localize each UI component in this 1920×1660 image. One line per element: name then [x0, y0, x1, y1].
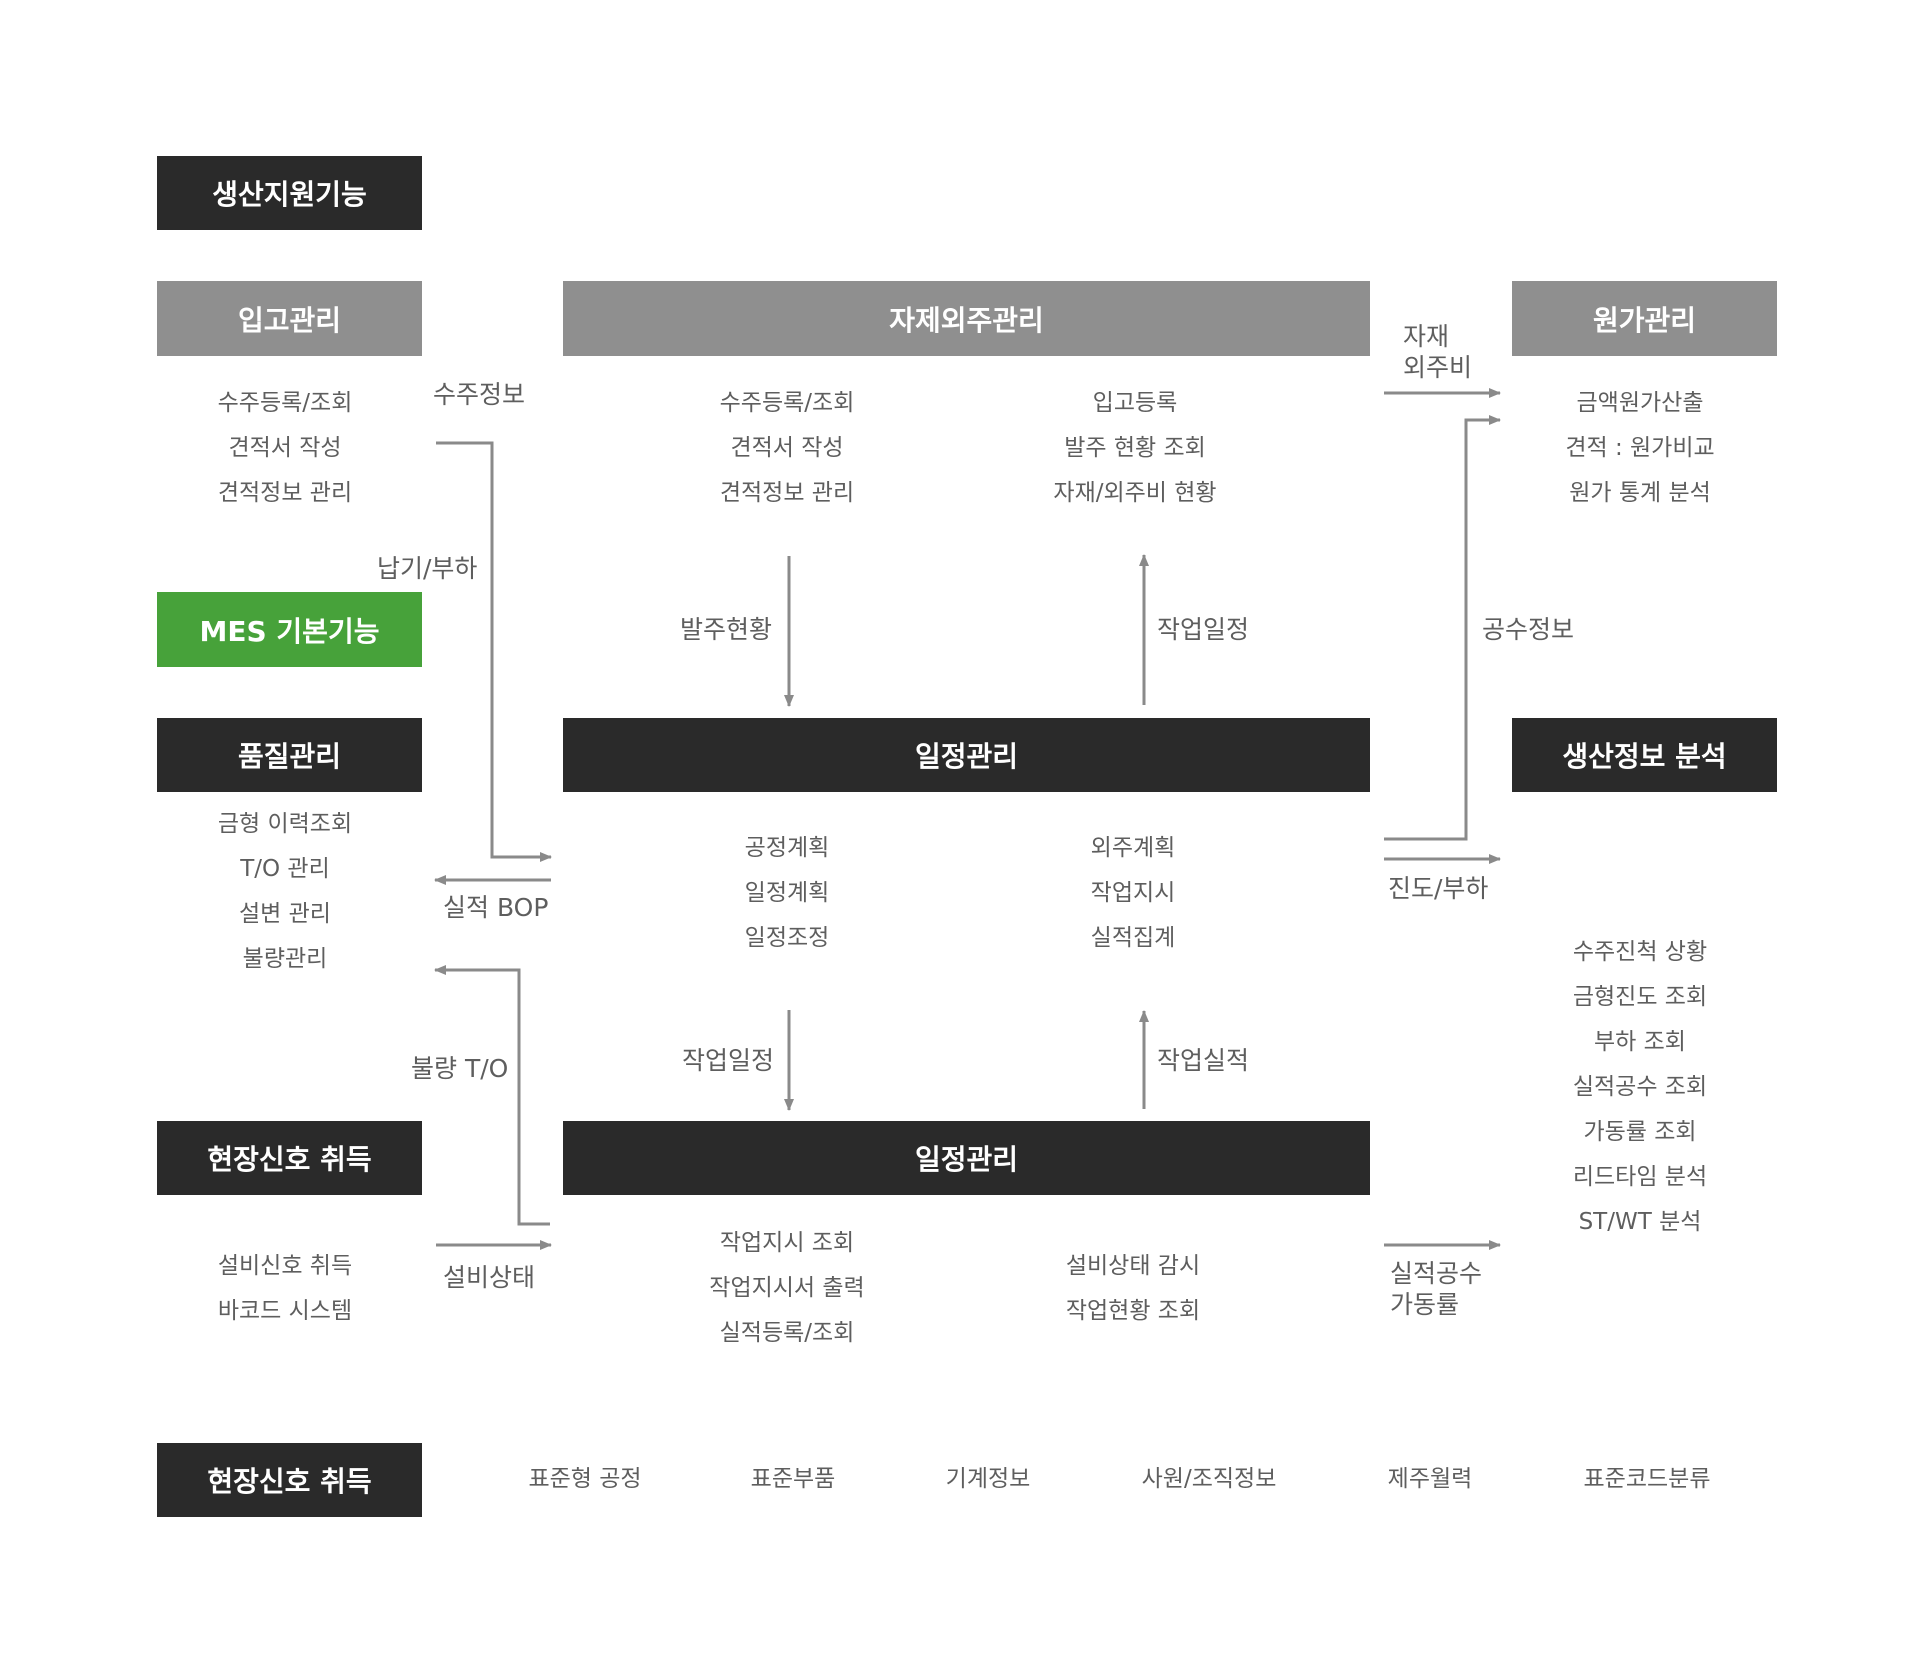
result-operation-label: 실적공수 가동률: [1390, 1258, 1482, 1320]
man-hour-info-label: 공수정보: [1482, 615, 1575, 644]
cost-list: 금액원가산출 견적 : 원가비교 원가 통계 분석: [1540, 381, 1740, 516]
schedule-bottom-right-list: 설비상태 감시 작업현황 조회: [1033, 1244, 1233, 1334]
cost-management-box: 원가관리: [1512, 281, 1777, 356]
work-schedule-down-label: 작업일정: [682, 1046, 775, 1075]
work-result-label: 작업실적: [1157, 1046, 1250, 1075]
list-item: 발주 현황 조회: [1064, 435, 1206, 461]
list-item: 견적정보 관리: [719, 480, 855, 506]
list-item: 수주등록/조회: [719, 390, 855, 416]
list-item: 설비상태 감시: [1065, 1253, 1201, 1279]
incoming-list: 수주등록/조회 견적서 작성 견적정보 관리: [185, 381, 385, 516]
list-item: ST/WT 분석: [1578, 1209, 1702, 1235]
field-signal-box: 현장신호 취득: [157, 1121, 422, 1195]
list-item: 금형 이력조회: [217, 811, 353, 837]
list-item: 실적공수 조회: [1572, 1074, 1708, 1100]
defect-to-label: 불량 T/O: [411, 1054, 509, 1083]
list-item: 작업현황 조회: [1065, 1298, 1201, 1324]
actual-bop-label: 실적 BOP: [443, 893, 549, 922]
progress-load-label: 진도/부하: [1388, 874, 1489, 903]
mes-basic-box: MES 기본기능: [157, 592, 422, 667]
list-item: 가동률 조회: [1583, 1119, 1697, 1145]
list-item: 원가 통계 분석: [1569, 480, 1711, 506]
footer-item: 기계정보: [945, 1466, 1031, 1492]
footer-item: 제주월력: [1387, 1466, 1473, 1492]
list-item: T/O 관리: [240, 856, 330, 882]
label-line: 외주비: [1403, 353, 1473, 382]
equipment-status-label: 설비상태: [443, 1263, 536, 1292]
schedule-bottom-left-list: 작업지시 조회 작업지시서 출력 실적등록/조회: [687, 1221, 887, 1356]
list-item: 수주등록/조회: [217, 390, 353, 416]
schedule-management-box: 일정관리: [563, 718, 1370, 792]
incoming-management-box: 입고관리: [157, 281, 422, 356]
label-line: 실적공수: [1390, 1259, 1483, 1288]
list-item: 공정계획: [744, 835, 830, 861]
quality-list: 금형 이력조회 T/O 관리 설변 관리 불량관리: [185, 802, 385, 982]
order-info-arrow: [436, 441, 552, 862]
list-item: 일정계획: [744, 880, 830, 906]
material-outsource-label: 자재 외주비: [1403, 321, 1472, 383]
order-info-label: 수주정보: [433, 380, 526, 409]
schedule-management-bottom-box: 일정관리: [563, 1121, 1370, 1195]
label-line: 자재: [1403, 322, 1450, 351]
list-item: 실적등록/조회: [719, 1320, 855, 1346]
list-item: 금액원가산출: [1576, 390, 1704, 416]
list-item: 수주진척 상황: [1572, 939, 1708, 965]
label-line: 가동률: [1390, 1290, 1460, 1319]
outsourcing-right-list: 입고등록 발주 현황 조회 자재/외주비 현황: [1025, 381, 1245, 516]
quality-management-box: 품질관리: [157, 718, 422, 792]
schedule-mid-left-list: 공정계획 일정계획 일정조정: [687, 826, 887, 961]
outsourcing-management-box: 자제외주관리: [563, 281, 1370, 356]
list-item: 금형진도 조회: [1572, 984, 1708, 1010]
list-item: 불량관리: [242, 946, 328, 972]
footer-title-box: 현장신호 취득: [157, 1443, 422, 1517]
production-analysis-box: 생산정보 분석: [1512, 718, 1777, 792]
outsourcing-left-list: 수주등록/조회 견적서 작성 견적정보 관리: [687, 381, 887, 516]
man-hour-info-arrow: [1384, 415, 1501, 841]
footer-item: 표준형 공정: [528, 1466, 642, 1492]
footer-item: 표준코드분류: [1583, 1466, 1711, 1492]
list-item: 부하 조회: [1594, 1029, 1686, 1055]
list-item: 외주계획: [1090, 835, 1176, 861]
list-item: 견적서 작성: [730, 435, 844, 461]
analysis-list: 수주진척 상황 금형진도 조회 부하 조회 실적공수 조회 가동률 조회 리드타…: [1540, 930, 1740, 1245]
delivery-load-label: 납기/부하: [377, 554, 478, 583]
schedule-mid-right-list: 외주계획 작업지시 실적집계: [1033, 826, 1233, 961]
defect-to-arrow: [434, 965, 550, 1226]
list-item: 견적정보 관리: [217, 480, 353, 506]
footer-item: 표준부품: [750, 1466, 836, 1492]
list-item: 설변 관리: [239, 901, 331, 927]
work-schedule-up-label: 작업일정: [1157, 615, 1250, 644]
list-item: 실적집계: [1090, 925, 1176, 951]
list-item: 작업지시: [1090, 880, 1176, 906]
field-signal-list: 설비신호 취득 바코드 시스템: [185, 1244, 385, 1334]
list-item: 일정조정: [744, 925, 830, 951]
list-item: 바코드 시스템: [217, 1298, 353, 1324]
list-item: 견적 : 원가비교: [1565, 435, 1715, 461]
list-item: 견적서 작성: [228, 435, 342, 461]
order-status-label: 발주현황: [680, 615, 773, 644]
list-item: 설비신호 취득: [217, 1253, 353, 1279]
list-item: 작업지시 조회: [719, 1230, 855, 1256]
list-item: 자재/외주비 현황: [1053, 480, 1217, 506]
list-item: 작업지시서 출력: [709, 1275, 865, 1301]
page-title: 생산지원기능: [157, 156, 422, 230]
list-item: 입고등록: [1092, 390, 1178, 416]
footer-item: 사원/조직정보: [1141, 1466, 1277, 1492]
list-item: 리드타임 분석: [1572, 1164, 1708, 1190]
